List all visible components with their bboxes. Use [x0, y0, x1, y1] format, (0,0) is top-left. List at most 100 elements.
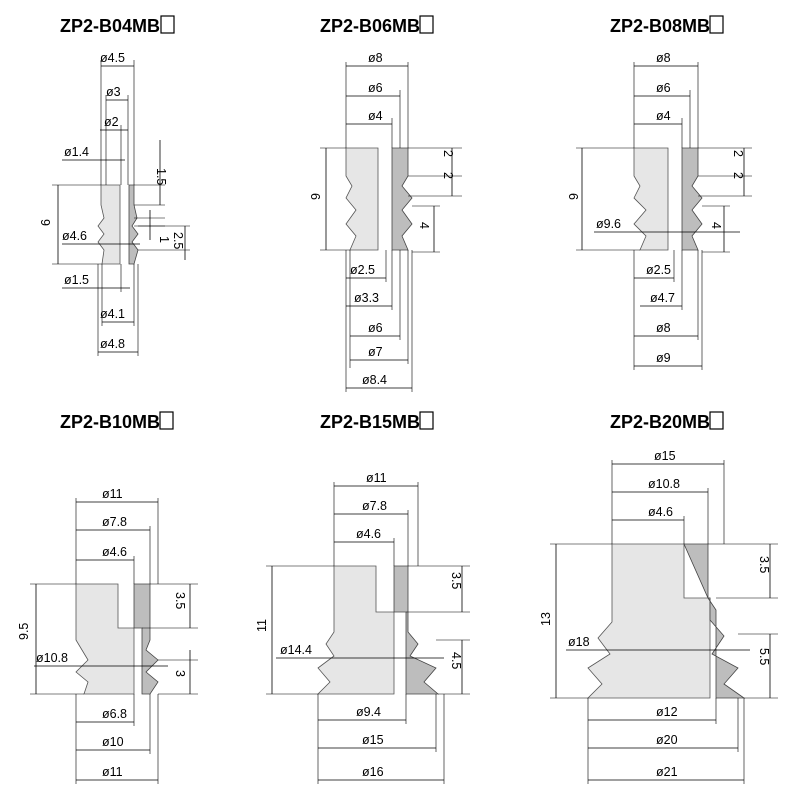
suffix-box — [160, 15, 175, 34]
pad-drawing — [345, 147, 413, 251]
dim-label: 4.5 — [449, 652, 463, 669]
dim-label: 2 — [441, 172, 455, 179]
suffix-box — [159, 411, 174, 430]
suffix-box — [419, 15, 434, 34]
dim-label: 9 — [567, 193, 581, 200]
dim-label: ø15 — [654, 449, 676, 463]
dim-label: ø8 — [656, 51, 671, 65]
left-dimensions: 9 ø9.6 — [567, 147, 740, 251]
panel-title: ZP2-B15MB — [320, 412, 420, 432]
suffix-box — [419, 411, 434, 430]
dim-label: ø4.1 — [100, 307, 125, 321]
dim-label: ø16 — [362, 765, 384, 779]
right-dimensions: 1.5 1 2.5 — [134, 140, 190, 260]
dim-label: ø4.6 — [62, 229, 87, 243]
dim-label: 3 — [173, 670, 187, 677]
dim-label: ø6 — [368, 81, 383, 95]
dim-label: ø7.8 — [102, 515, 127, 529]
dim-label: 2 — [731, 150, 745, 157]
dim-label: ø4.5 — [100, 51, 125, 65]
dim-label: ø2 — [104, 115, 119, 129]
top-dimensions: ø4.5 ø3 ø2 ø1.4 — [62, 51, 135, 185]
dim-label: 1.5 — [154, 168, 168, 185]
pad-drawing — [75, 583, 159, 695]
bottom-dimensions: ø6.8 ø10 ø11 — [75, 694, 159, 784]
suffix-box — [709, 411, 724, 430]
dim-label: 5.5 — [757, 648, 771, 665]
dim-label: ø4.6 — [102, 545, 127, 559]
dim-label: 4 — [417, 222, 431, 229]
dim-label: ø20 — [656, 733, 678, 747]
dim-label: ø4.6 — [356, 527, 381, 541]
dim-label: 2.5 — [171, 232, 185, 249]
dim-label: ø6 — [656, 81, 671, 95]
dim-label: ø7.8 — [362, 499, 387, 513]
dim-label: ø4.6 — [648, 505, 673, 519]
bottom-dimensions: ø12 ø20 ø21 — [587, 698, 745, 784]
left-dimensions: 6 ø4.6 — [39, 184, 140, 265]
dim-label: ø2.5 — [646, 263, 671, 277]
dim-label: 2 — [441, 150, 455, 157]
top-dimensions: ø11 ø7.8 ø4.6 — [75, 487, 159, 584]
panel-zp2-b20mb: ZP2-B20MB ø15 ø10.8 ø4.6 13 ø18 3.5 — [539, 411, 778, 784]
dim-label: ø9.6 — [596, 217, 621, 231]
dim-label: ø21 — [656, 765, 678, 779]
suffix-box — [709, 15, 724, 34]
dim-label: 13 — [539, 612, 553, 626]
pad-drawing — [633, 147, 703, 251]
dim-label: ø10.8 — [36, 651, 68, 665]
panel-zp2-b10mb: ZP2-B10MB ø11 ø7.8 ø4.6 9.5 ø10.8 3.5 — [17, 411, 198, 784]
dim-label: ø7 — [368, 345, 383, 359]
dim-label: ø10 — [102, 735, 124, 749]
dim-label: ø4 — [656, 109, 671, 123]
bottom-dimensions: ø2.5 ø3.3 ø6 ø7 ø8.4 — [345, 250, 413, 392]
left-dimensions: 13 ø18 — [539, 543, 750, 699]
dim-label: ø15 — [362, 733, 384, 747]
right-dimensions: 2 2 4 — [698, 147, 752, 253]
dim-label: ø6.8 — [102, 707, 127, 721]
dim-label: ø4.7 — [650, 291, 675, 305]
pad-drawing — [587, 543, 746, 699]
dim-label: ø18 — [568, 635, 590, 649]
dim-label: ø8.4 — [362, 373, 387, 387]
dim-label: ø11 — [102, 765, 123, 779]
dim-label: ø11 — [102, 487, 123, 501]
dim-label: ø4 — [368, 109, 383, 123]
dim-label: 6 — [39, 219, 53, 226]
panel-title: ZP2-B04MB — [60, 16, 160, 36]
left-dimensions: 9 — [309, 147, 350, 251]
dim-label: ø14.4 — [280, 643, 312, 657]
right-dimensions: 3.5 5.5 — [708, 543, 778, 699]
top-dimensions: ø8 ø6 ø4 — [345, 51, 409, 148]
panel-title: ZP2-B06MB — [320, 16, 420, 36]
panel-title: ZP2-B20MB — [610, 412, 710, 432]
right-dimensions: 2 2 4 — [408, 147, 462, 253]
panel-title: ZP2-B08MB — [610, 16, 710, 36]
dim-label: ø4.8 — [100, 337, 125, 351]
right-dimensions: 3.5 4.5 — [406, 565, 470, 695]
top-dimensions: ø8 ø6 ø4 — [633, 51, 699, 148]
top-dimensions: ø11 ø7.8 ø4.6 — [333, 471, 419, 566]
dim-label: 2 — [731, 172, 745, 179]
right-dimensions: 3.5 3 — [142, 583, 198, 695]
panel-zp2-b06mb: ZP2-B06MB ø8 ø6 ø4 9 2 2 4 — [309, 15, 462, 392]
pad-drawing — [97, 184, 139, 265]
panel-zp2-b08mb: ZP2-B08MB ø8 ø6 ø4 9 ø9.6 2 — [567, 15, 752, 370]
left-dimensions: 9.5 ø10.8 — [17, 583, 168, 695]
panel-zp2-b04mb: ZP2-B04MB ø4.5 ø3 ø2 ø1.4 6 ø4.6 — [39, 15, 190, 356]
dim-label: ø12 — [656, 705, 678, 719]
dim-label: 9.5 — [17, 623, 31, 640]
bottom-dimensions: ø2.5 ø4.7 ø8 ø9 — [633, 250, 703, 370]
dim-label: ø11 — [366, 471, 387, 485]
pad-drawing — [317, 565, 440, 695]
dim-label: ø3.3 — [354, 291, 379, 305]
top-dimensions: ø15 ø10.8 ø4.6 — [611, 449, 725, 544]
dim-label: ø1.5 — [64, 273, 89, 287]
bottom-dimensions: ø1.5 ø4.1 ø4.8 — [62, 264, 139, 356]
dim-label: ø8 — [656, 321, 671, 335]
panel-zp2-b15mb: ZP2-B15MB ø11 ø7.8 ø4.6 11 ø14.4 3.5 — [255, 411, 470, 784]
dim-label: ø2.5 — [350, 263, 375, 277]
dim-label: 4 — [709, 222, 723, 229]
dim-label: ø8 — [368, 51, 383, 65]
dim-label: 3.5 — [757, 556, 771, 573]
